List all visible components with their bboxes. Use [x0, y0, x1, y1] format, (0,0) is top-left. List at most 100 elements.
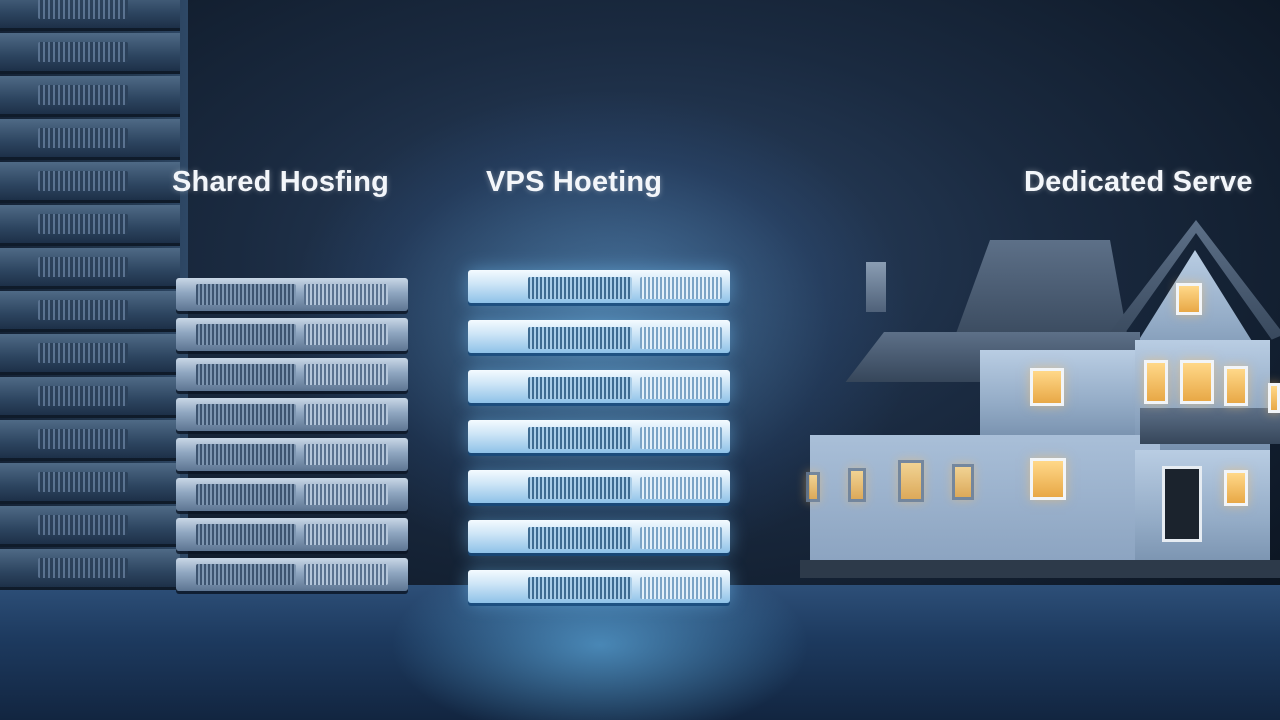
- vent-grille: [196, 484, 296, 505]
- server-unit: [0, 248, 180, 289]
- server-unit: [0, 506, 180, 547]
- vent-grille: [196, 284, 296, 305]
- server-unit: [468, 370, 730, 403]
- window: [1030, 368, 1064, 406]
- vent-grille: [640, 377, 722, 399]
- front-door: [1162, 466, 1202, 542]
- server-unit: [176, 278, 408, 311]
- vent-grille: [196, 444, 296, 465]
- vent-grille: [528, 277, 632, 299]
- vent-grille: [304, 404, 388, 425]
- vps-hosting-label: VPS Hoeting: [486, 166, 663, 198]
- vent-grille: [196, 564, 296, 585]
- vps-hosting-server-rack: [468, 270, 736, 630]
- vent-grille: [38, 300, 128, 320]
- server-unit: [0, 420, 180, 461]
- vent-grille: [196, 364, 296, 385]
- server-unit: [176, 398, 408, 431]
- server-unit: [0, 377, 180, 418]
- server-unit: [468, 520, 730, 553]
- vent-grille: [304, 364, 388, 385]
- server-unit: [176, 558, 408, 591]
- vent-grille: [38, 343, 128, 363]
- vent-grille: [304, 324, 388, 345]
- vent-grille: [304, 284, 388, 305]
- server-unit: [468, 270, 730, 303]
- ground-wall-right: [1135, 450, 1270, 570]
- window: [1224, 366, 1248, 406]
- vent-grille: [640, 277, 722, 299]
- vent-grille: [528, 577, 632, 599]
- vent-grille: [528, 377, 632, 399]
- server-unit: [0, 76, 180, 117]
- server-unit: [176, 358, 408, 391]
- window: [806, 472, 820, 502]
- background-server-rack: [0, 0, 188, 590]
- server-unit: [0, 162, 180, 203]
- vent-grille: [38, 472, 128, 492]
- window: [1180, 360, 1214, 404]
- vent-grille: [38, 257, 128, 277]
- dedicated-server-label: Dedicated Serve: [1024, 166, 1253, 198]
- window: [952, 464, 974, 500]
- server-unit: [468, 420, 730, 453]
- vent-grille: [640, 477, 722, 499]
- house-foundation: [800, 560, 1280, 578]
- dedicated-server-house: [790, 220, 1280, 585]
- vent-grille: [38, 171, 128, 191]
- server-unit: [468, 320, 730, 353]
- vent-grille: [304, 444, 388, 465]
- shared-hosting-label: Shared Hosfing: [172, 166, 390, 198]
- server-unit: [176, 318, 408, 351]
- vent-grille: [304, 524, 388, 545]
- vent-grille: [196, 324, 296, 345]
- server-unit: [0, 334, 180, 375]
- server-unit: [176, 478, 408, 511]
- server-unit: [0, 291, 180, 332]
- window: [1268, 383, 1280, 413]
- server-unit: [0, 33, 180, 74]
- server-unit: [0, 463, 180, 504]
- vent-grille: [38, 214, 128, 234]
- window: [898, 460, 924, 502]
- server-unit: [0, 0, 180, 31]
- window: [1030, 458, 1066, 500]
- server-unit: [0, 549, 180, 590]
- vent-grille: [38, 515, 128, 535]
- reflective-floor: [0, 585, 1280, 720]
- vent-grille: [528, 327, 632, 349]
- vent-grille: [38, 85, 128, 105]
- shared-hosting-server-rack: [176, 278, 412, 608]
- vent-grille: [38, 42, 128, 62]
- vent-grille: [528, 427, 632, 449]
- server-unit: [468, 470, 730, 503]
- chimney: [866, 262, 886, 312]
- vent-grille: [640, 327, 722, 349]
- window: [1176, 283, 1202, 315]
- server-unit: [0, 205, 180, 246]
- vent-grille: [640, 527, 722, 549]
- vent-grille: [38, 0, 128, 19]
- server-unit: [0, 119, 180, 160]
- window: [1224, 470, 1248, 506]
- vent-grille: [196, 524, 296, 545]
- vent-grille: [640, 577, 722, 599]
- vent-grille: [196, 404, 296, 425]
- vent-grille: [528, 527, 632, 549]
- ground-wall: [810, 435, 1160, 570]
- vent-grille: [528, 477, 632, 499]
- server-unit: [468, 570, 730, 603]
- window: [1144, 360, 1168, 404]
- vent-grille: [640, 427, 722, 449]
- server-unit: [176, 518, 408, 551]
- vent-grille: [38, 558, 128, 578]
- vent-grille: [38, 386, 128, 406]
- vent-grille: [304, 484, 388, 505]
- porch-roof: [1140, 408, 1280, 444]
- window: [848, 468, 866, 502]
- vent-grille: [38, 128, 128, 148]
- vent-grille: [304, 564, 388, 585]
- server-unit: [176, 438, 408, 471]
- vent-grille: [38, 429, 128, 449]
